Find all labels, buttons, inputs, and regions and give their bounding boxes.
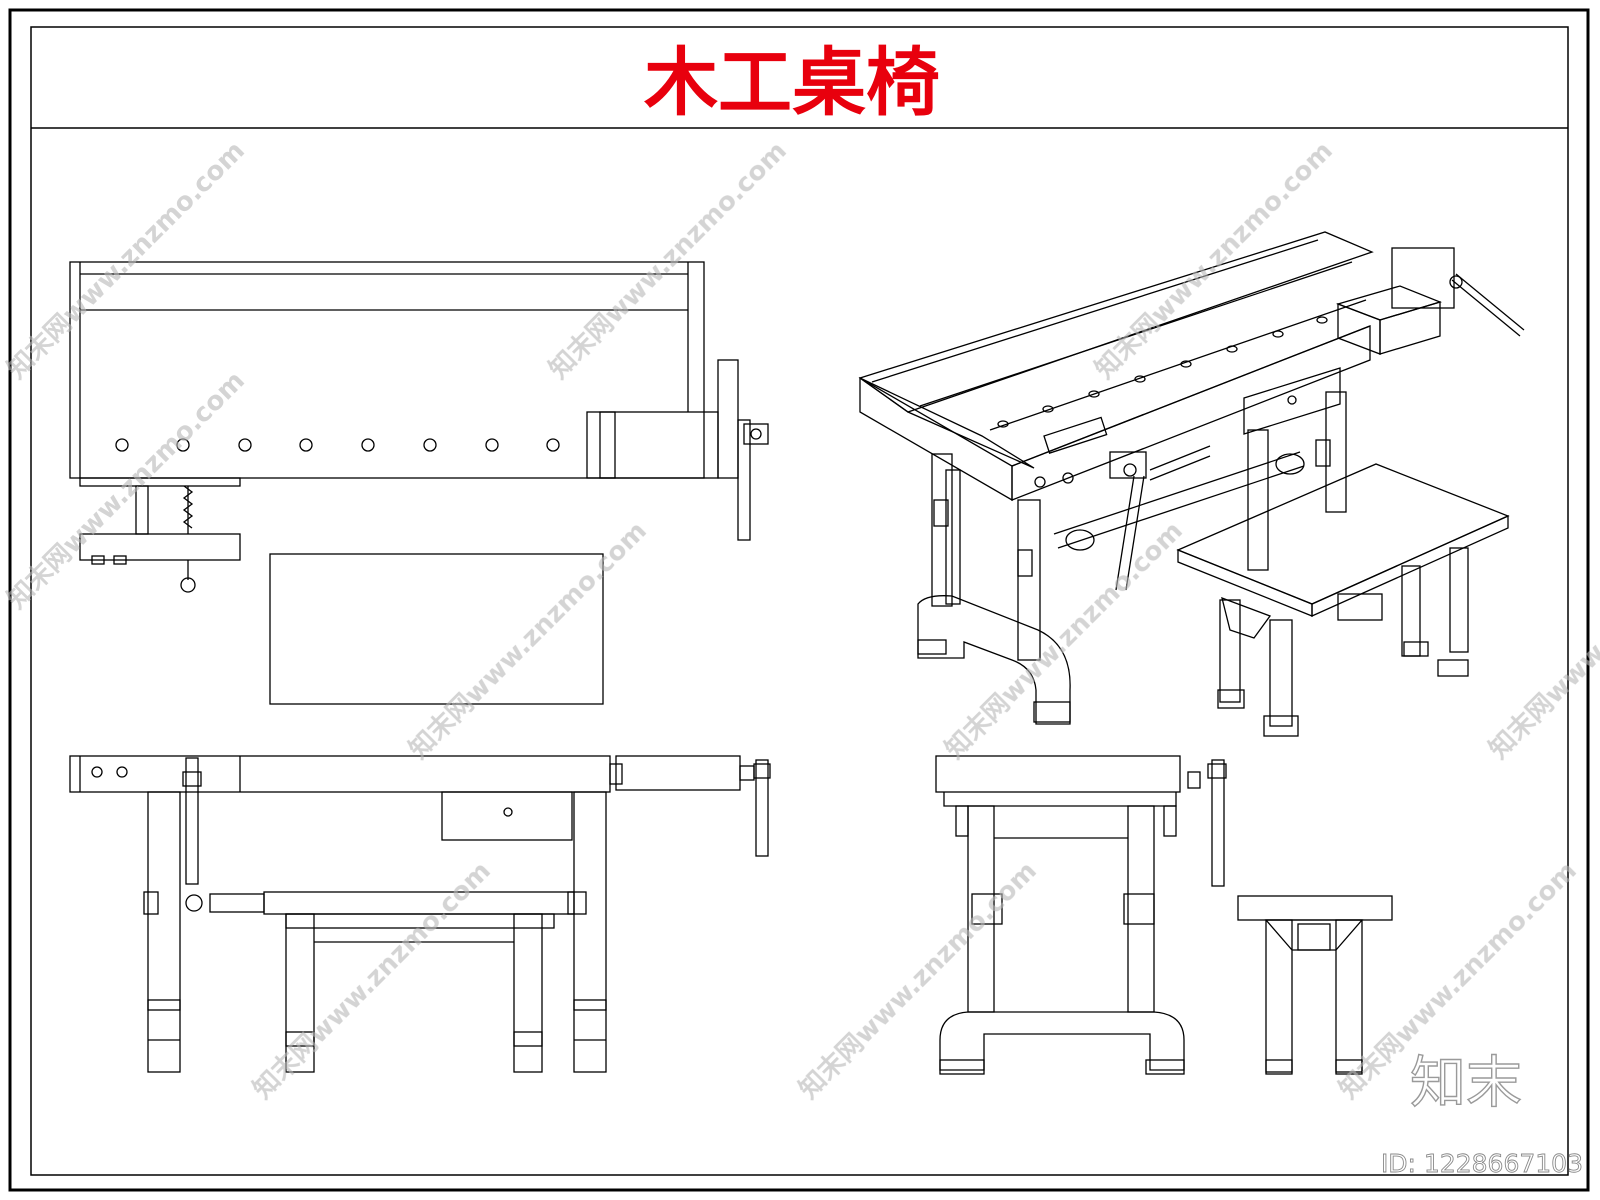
drawing-id: ID: 1228667103	[1381, 1149, 1583, 1178]
iso-end-vise	[1335, 247, 1525, 355]
watermark-text: 知末网www.znzmo.com	[1484, 516, 1600, 765]
brand-logo: 知末	[1410, 1051, 1522, 1116]
watermark-text: 知末网www.znzmo.com	[544, 136, 793, 385]
sheet-border	[8, 8, 1590, 1192]
dog-holes	[115, 438, 560, 452]
top-plan-view	[69, 261, 769, 705]
watermark-text: 知末网www.znzmo.com	[940, 516, 1189, 765]
watermark-text: 知末网www.znzmo.com	[404, 516, 653, 765]
watermark-text: 知末网www.znzmo.com	[248, 856, 497, 1105]
iso-right-legs	[1247, 391, 1347, 571]
leg-vise-top	[79, 477, 241, 593]
drawer-plan-box	[269, 553, 604, 705]
side-elevation-view	[935, 755, 1393, 1075]
front-elevation-view	[69, 755, 771, 1073]
iso-face-vise	[1034, 416, 1147, 591]
tail-vise-top	[586, 359, 769, 541]
watermark-text: 知末网www.znzmo.com	[2, 366, 251, 615]
page-title: 木工桌椅	[644, 40, 940, 126]
isometric-view	[858, 231, 1525, 737]
iso-stool	[1176, 463, 1510, 737]
iso-drawer	[1243, 367, 1341, 435]
watermark-text: 知末网www.znzmo.com	[2, 136, 251, 385]
iso-stretcher	[1053, 445, 1305, 551]
iso-dog-holes	[997, 316, 1328, 428]
watermark-text: 知末网www.znzmo.com	[1090, 136, 1339, 385]
watermark-text: 知末网www.znzmo.com	[794, 856, 1043, 1105]
iso-left-legs	[917, 453, 1071, 725]
